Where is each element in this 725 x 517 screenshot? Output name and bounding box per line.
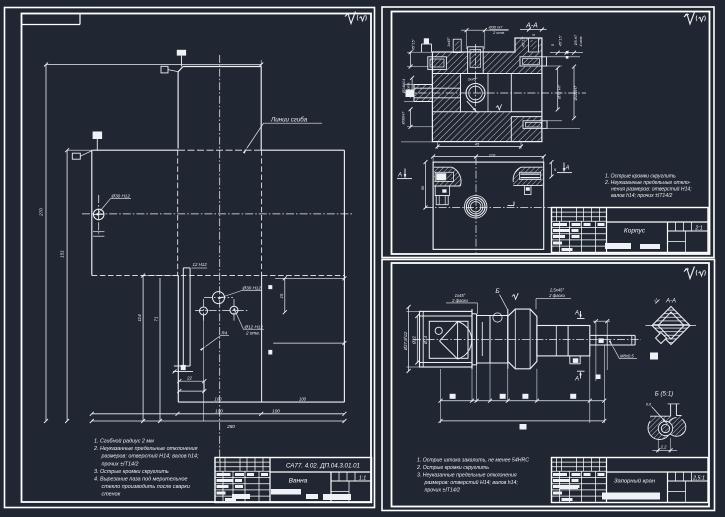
- svg-text:размеров: отверстий Н14; валов: размеров: отверстий Н14; валов h14;: [101, 453, 200, 460]
- svg-text:2. Острые кромки скруглить: 2. Острые кромки скруглить: [416, 465, 489, 471]
- svg-text:Ø30 Н12: Ø30 Н12: [111, 194, 131, 199]
- svg-text:Б: Б: [495, 288, 499, 295]
- svg-text:45°15': 45°15': [522, 36, 526, 47]
- svg-text:110: 110: [489, 153, 496, 158]
- svg-text:А-А: А-А: [525, 23, 538, 30]
- svg-text:1. Сгибной радиус 2 мм: 1. Сгибной радиус 2 мм: [94, 438, 154, 445]
- svg-text:Линии сгиба: Линии сгиба: [270, 117, 308, 124]
- svg-text:5: 5: [551, 43, 555, 46]
- svg-text:Ø14Н14: Ø14Н14: [402, 79, 406, 94]
- svg-text:1. Острые кромки скруглить: 1. Острые кромки скруглить: [605, 174, 676, 180]
- svg-text:71: 71: [154, 316, 159, 322]
- svg-text:валов h14; прочих ±IT14/2: валов h14; прочих ±IT14/2: [611, 193, 673, 199]
- svg-text:Ø30 Н7: Ø30 Н7: [488, 24, 504, 29]
- svg-text:5: 5: [554, 168, 557, 172]
- svg-text:прочих ±IT14/2: прочих ±IT14/2: [425, 488, 461, 494]
- svg-text:22: 22: [186, 376, 192, 381]
- svg-text:100: 100: [215, 408, 223, 413]
- svg-text:100: 100: [215, 397, 223, 402]
- svg-text:размеров: отверстий Н14; валов: размеров: отверстий Н14; валов h14;: [424, 479, 519, 486]
- svg-text:стекло производить после сварк: стекло производить после сварки: [102, 484, 190, 490]
- svg-text:2,2: 2,2: [660, 444, 667, 449]
- svg-text:А: А: [565, 166, 570, 172]
- svg-text:17: 17: [653, 297, 659, 303]
- svg-text:СА77. 4.02. ДП.04.3.01.01: СА77. 4.02. ДП.04.3.01.01: [286, 462, 360, 469]
- svg-text:А: А: [397, 173, 402, 179]
- svg-text:114: 114: [137, 314, 142, 322]
- svg-text:3х45°: 3х45°: [468, 78, 478, 82]
- svg-text:М8х0,5: М8х0,5: [620, 354, 634, 359]
- svg-text:100: 100: [299, 397, 307, 402]
- svg-text:Ø14: Ø14: [423, 335, 428, 345]
- svg-text:5: 5: [532, 33, 536, 36]
- svg-text:Ø27,5h12: Ø27,5h12: [403, 331, 408, 351]
- svg-text:280: 280: [226, 424, 235, 429]
- svg-text:45: 45: [475, 141, 480, 146]
- svg-text:Ø12 Н12: Ø12 Н12: [244, 325, 264, 330]
- svg-text:2 отв.: 2 отв.: [492, 30, 505, 35]
- svg-text:2 фаски: 2 фаски: [548, 293, 565, 298]
- svg-text:2. Неуказанные предельные откл: 2. Неуказанные предельные отклонения: [93, 446, 198, 452]
- svg-text:1:1: 1:1: [359, 475, 366, 481]
- svg-text:Ø30 Н12: Ø30 Н12: [242, 286, 262, 291]
- svg-text:Ø72 Н7: Ø72 Н7: [557, 84, 562, 100]
- svg-text:270: 270: [39, 208, 44, 217]
- svg-text:2 отв.: 2 отв.: [406, 82, 410, 94]
- svg-text:2,5:1: 2,5:1: [692, 475, 705, 481]
- svg-text:прочих ±IT14/2: прочих ±IT14/2: [102, 461, 139, 467]
- svg-text:2. Неуказанные предельные откл: 2. Неуказанные предельные откло-: [604, 180, 691, 186]
- svg-text:Ванна: Ванна: [289, 477, 308, 484]
- svg-text:стенок: стенок: [102, 492, 121, 498]
- svg-text:А: А: [574, 377, 579, 383]
- svg-text:100: 100: [272, 408, 280, 413]
- svg-text:А: А: [574, 311, 579, 317]
- svg-text:Корпус: Корпус: [624, 227, 646, 234]
- svg-text:12 Н12: 12 Н12: [193, 262, 208, 267]
- svg-text:2:1: 2:1: [694, 225, 702, 231]
- svg-text:R4: R4: [222, 331, 228, 336]
- svg-text:2 фаски: 2 фаски: [451, 298, 468, 303]
- svg-text:3. Острые кромки скруглить: 3. Острые кромки скруглить: [94, 469, 169, 475]
- svg-text:Ø112Н7: Ø112Н7: [573, 85, 578, 101]
- svg-text:Ø22: Ø22: [412, 335, 417, 345]
- svg-text:1х45°: 1х45°: [447, 37, 451, 47]
- svg-text:50: 50: [421, 185, 425, 190]
- svg-text:1. Острие штока закалить, не м: 1. Острие штока закалить, не менее 54HRC: [417, 458, 529, 464]
- svg-text:45°15': 45°15': [412, 39, 416, 50]
- svg-text:Ø30Н7: Ø30Н7: [401, 111, 406, 125]
- svg-text:нения размеров: отверстий Н14;: нения размеров: отверстий Н14;: [611, 186, 692, 193]
- svg-text:Запорный кран: Запорный кран: [614, 477, 656, 484]
- svg-text:2,5х45°: 2,5х45°: [549, 288, 565, 293]
- svg-text:3. Неуказанные предельные откл: 3. Неуказанные предельные отклонения: [417, 473, 517, 479]
- svg-text:Б (5:1): Б (5:1): [655, 390, 673, 397]
- svg-text:151: 151: [60, 250, 65, 258]
- svg-text:2 отв.: 2 отв.: [245, 330, 260, 335]
- svg-text:1х45°: 1х45°: [455, 293, 466, 298]
- svg-text:45°15': 45°15': [559, 35, 563, 46]
- svg-text:4. Вырезание паза под меритель: 4. Вырезание паза под мерительное: [94, 477, 187, 483]
- svg-text:Ø5 Н7: Ø5 Н7: [574, 34, 578, 46]
- svg-text:15: 15: [279, 293, 284, 298]
- svg-text:А-А: А-А: [665, 299, 676, 305]
- svg-text:0,6: 0,6: [646, 403, 652, 407]
- svg-text:4 отв.: 4 отв.: [579, 36, 583, 47]
